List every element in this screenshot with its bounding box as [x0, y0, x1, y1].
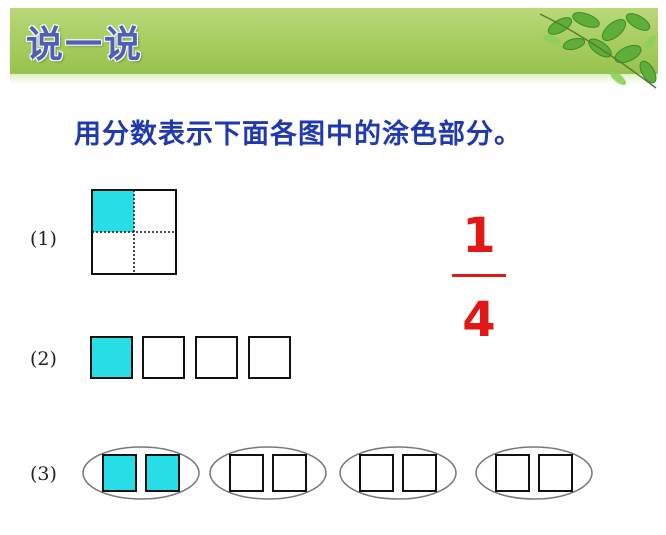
item-3-label: (3) [30, 463, 57, 485]
figure-1-square [91, 189, 177, 275]
leaves-decoration-icon [539, 12, 657, 89]
fraction-numerator: 1 [462, 208, 496, 264]
figure-3-groups [82, 446, 593, 500]
item-2-label: (2) [30, 348, 57, 370]
figures [82, 189, 593, 500]
slide: 说一说 用分数表示下面各图中的涂色部分。 (1) (2) (3) [10, 8, 658, 528]
fraction-denominator: 4 [462, 292, 496, 348]
fraction-bar [452, 274, 506, 277]
header-title: 说一说 [26, 23, 143, 66]
item-1-label: (1) [30, 228, 57, 250]
figure-2-squares [90, 336, 291, 379]
instruction-text: 用分数表示下面各图中的涂色部分。 [74, 119, 522, 150]
